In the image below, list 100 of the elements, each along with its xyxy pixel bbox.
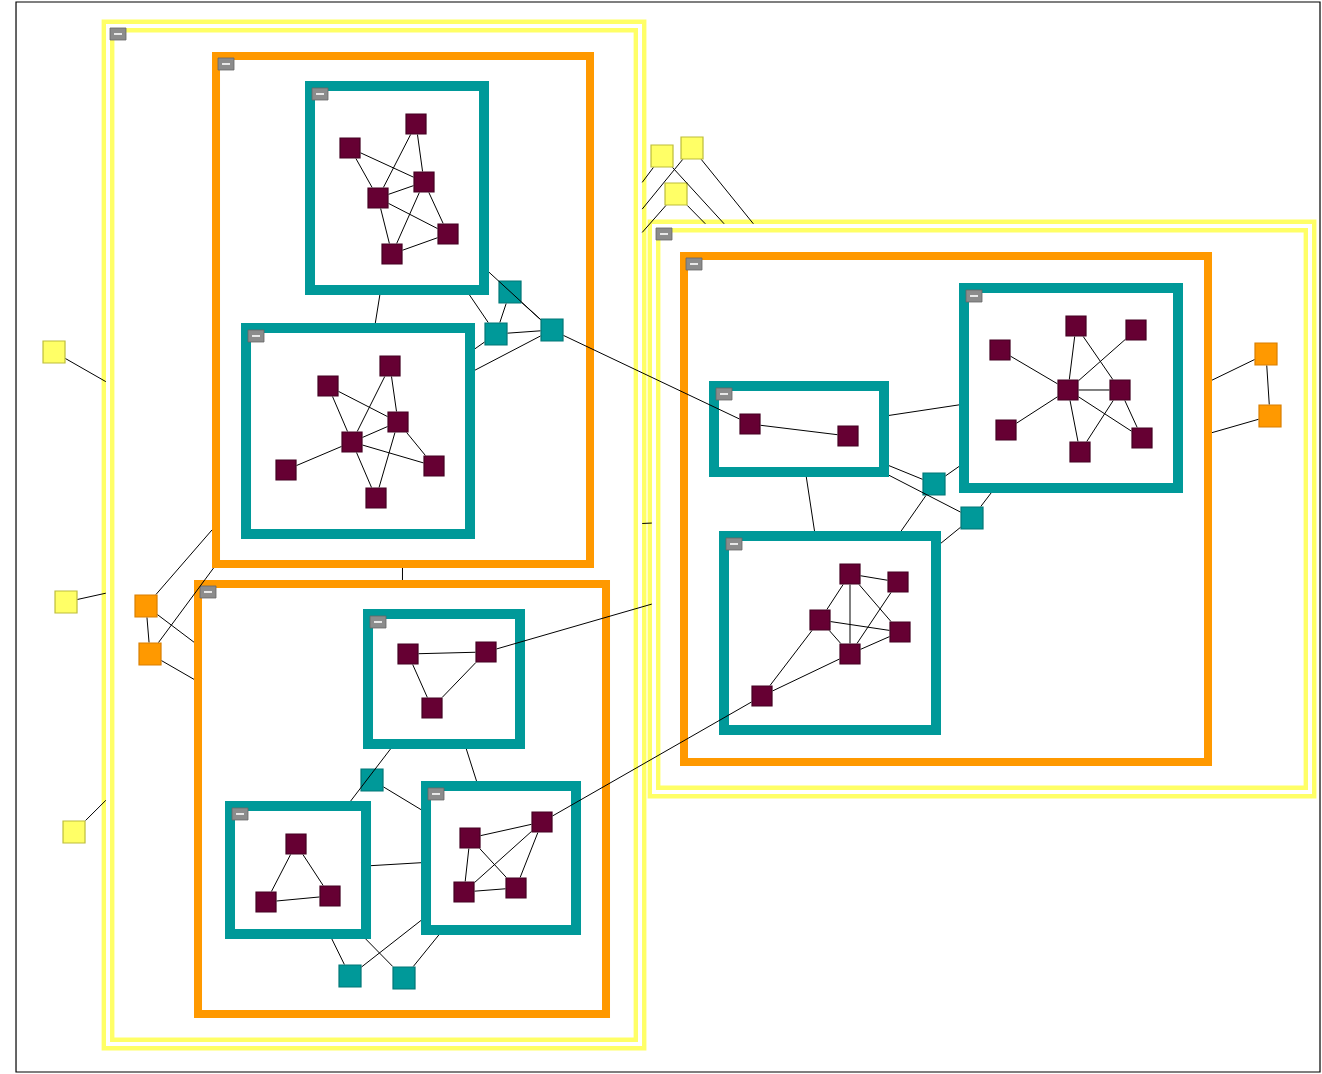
square-node	[889, 621, 911, 643]
connector-line	[940, 526, 961, 544]
square-node	[413, 171, 435, 193]
connector-line	[418, 651, 476, 655]
connector-line	[401, 567, 403, 581]
square-node	[275, 459, 297, 481]
square-node	[498, 280, 522, 304]
square-node	[1109, 379, 1131, 401]
connector-line	[1266, 365, 1270, 405]
connector-line	[888, 474, 961, 513]
square-node	[922, 472, 946, 496]
square-node	[453, 881, 475, 903]
connector-line	[474, 831, 532, 883]
square-node	[995, 419, 1017, 441]
connector-line	[412, 934, 440, 967]
square-node	[397, 643, 419, 665]
connector-line	[860, 636, 890, 650]
connector-line	[641, 205, 667, 233]
square-node	[319, 885, 341, 907]
connector-line	[146, 617, 150, 643]
connector-line	[474, 888, 506, 892]
square-node	[1069, 441, 1091, 463]
square-node	[650, 144, 674, 168]
connector-line	[641, 522, 653, 524]
connector-line	[826, 584, 844, 610]
connector-line	[85, 799, 107, 821]
connector-line	[888, 404, 960, 416]
square-node	[809, 609, 831, 631]
connector-line	[860, 575, 888, 581]
connector-line	[496, 603, 653, 650]
connector-line	[362, 444, 424, 464]
connector-line	[338, 390, 388, 418]
connector-line	[360, 152, 414, 178]
connector-line	[276, 896, 320, 902]
square-node	[367, 187, 389, 209]
connector-line	[332, 396, 348, 432]
square-node	[317, 375, 339, 397]
square-node	[751, 685, 773, 707]
square-node	[1057, 379, 1079, 401]
square-node	[839, 643, 861, 665]
connector-line	[296, 446, 342, 466]
square-node	[960, 506, 984, 530]
connector-line	[406, 432, 426, 456]
connector-line	[474, 341, 485, 350]
square-node	[505, 877, 527, 899]
square-node	[1125, 319, 1147, 341]
connector-line	[641, 159, 684, 210]
connector-line	[356, 376, 386, 432]
connector-line	[1069, 400, 1079, 442]
connector-line	[641, 167, 654, 183]
connector-line	[356, 452, 372, 488]
connector-line	[77, 592, 107, 600]
square-node	[680, 136, 704, 160]
square-node	[739, 413, 761, 435]
square-node	[338, 964, 362, 988]
square-node	[475, 641, 497, 663]
square-node	[54, 590, 78, 614]
connector-line	[441, 662, 477, 698]
connector-line	[465, 748, 477, 782]
square-node	[484, 322, 508, 346]
square-node	[664, 182, 688, 206]
square-node	[255, 891, 277, 913]
connector-line	[412, 664, 428, 698]
connector-line	[271, 854, 292, 892]
connector-line	[1068, 336, 1076, 380]
connector-line	[428, 192, 444, 224]
connector-line	[362, 426, 388, 438]
connector-line	[402, 237, 438, 251]
connector-line	[563, 335, 740, 420]
square-node	[531, 811, 553, 833]
square-node	[339, 137, 361, 159]
connector-line	[828, 630, 842, 644]
connector-line	[374, 294, 381, 324]
square-node	[42, 340, 66, 364]
connector-line	[479, 848, 507, 878]
connector-line	[361, 919, 422, 968]
connector-line	[856, 592, 892, 644]
connector-line	[769, 630, 813, 686]
square-node	[1254, 342, 1278, 366]
square-node	[381, 243, 403, 265]
connector-line	[378, 432, 396, 488]
connector-line	[521, 302, 541, 320]
connector-line	[519, 832, 539, 878]
square-node	[365, 487, 387, 509]
square-node	[423, 455, 445, 477]
square-node	[387, 411, 409, 433]
connector-line	[945, 465, 960, 477]
square-node	[379, 355, 401, 377]
connector-line	[1086, 400, 1114, 442]
square-node	[459, 827, 481, 849]
connector-line	[499, 303, 507, 323]
connector-line	[1124, 400, 1138, 428]
connector-line	[488, 271, 541, 320]
connector-line	[416, 134, 424, 172]
connector-line	[849, 584, 851, 644]
connector-line	[672, 167, 725, 225]
connector-line	[1016, 396, 1058, 424]
connector-line	[388, 202, 438, 230]
square-node	[1131, 427, 1153, 449]
connector-line	[772, 658, 840, 692]
